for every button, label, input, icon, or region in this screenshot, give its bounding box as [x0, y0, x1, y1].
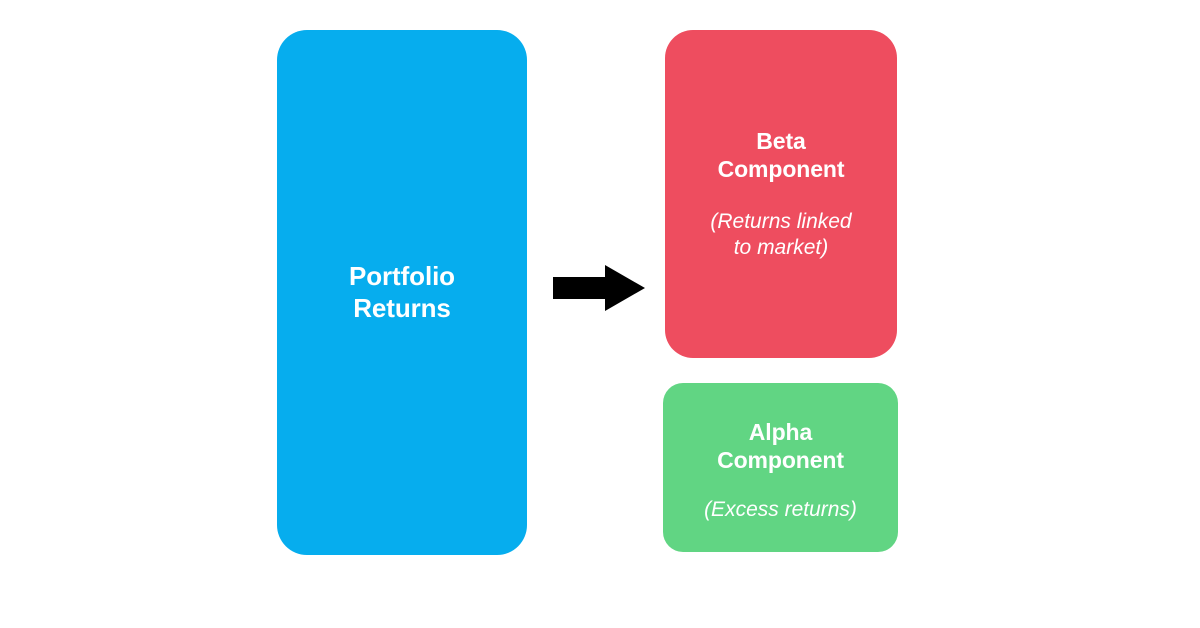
- node-beta-component-title: Beta Component: [717, 127, 845, 182]
- node-beta-component-subtitle: (Returns linked to market): [710, 210, 852, 260]
- node-portfolio-returns[interactable]: Portfolio Returns: [277, 30, 527, 555]
- node-alpha-component-title: Alpha Component: [717, 419, 844, 474]
- node-beta-component[interactable]: Beta Component (Returns linked to market…: [665, 30, 897, 358]
- node-alpha-component[interactable]: Alpha Component (Excess returns): [663, 383, 898, 552]
- node-portfolio-returns-title: Portfolio Returns: [349, 260, 455, 323]
- right-arrow-glyph: [553, 265, 645, 311]
- node-alpha-component-subtitle: (Excess returns): [704, 497, 857, 521]
- right-arrow-icon: [553, 263, 645, 313]
